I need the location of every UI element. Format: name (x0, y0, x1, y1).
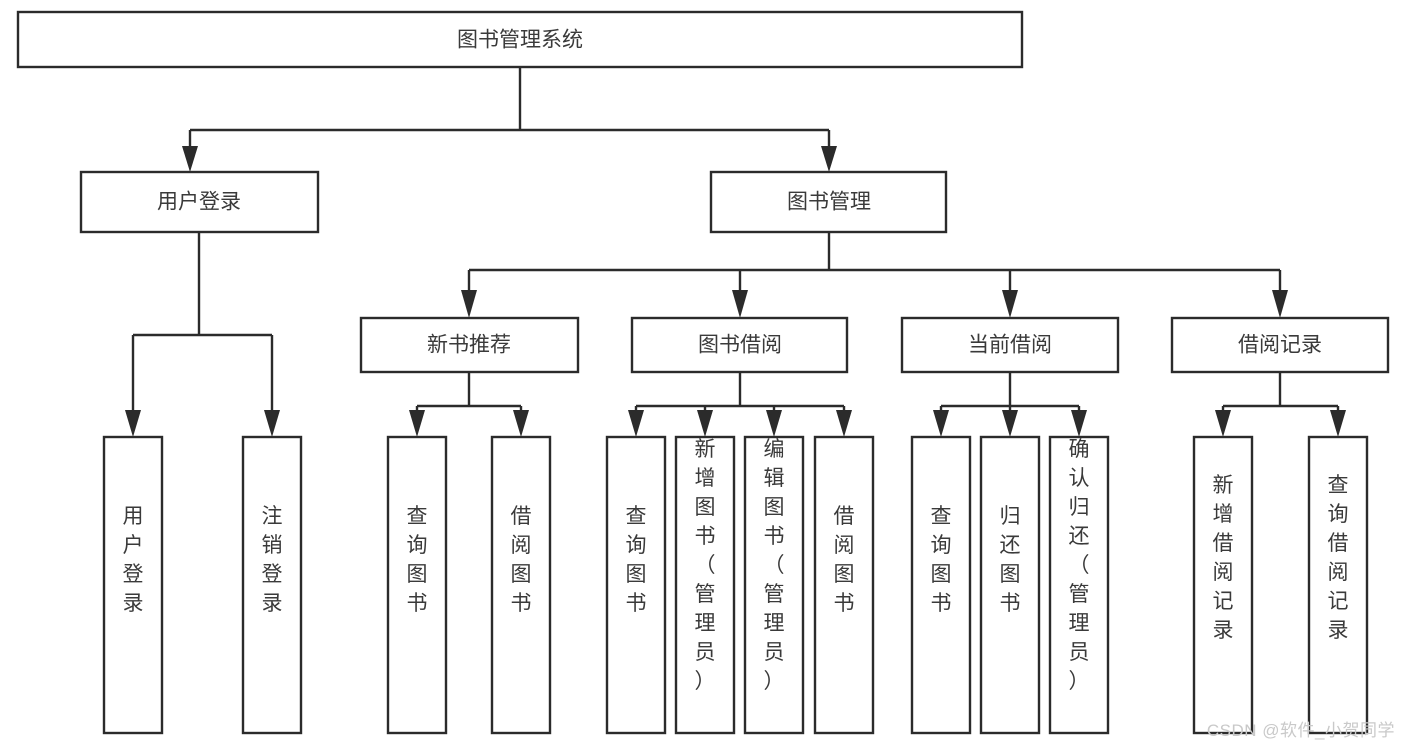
leaf-bb-query-book-box[interactable] (605, 435, 667, 735)
arrow-head-cb-leaf1 (933, 410, 949, 437)
node-borrow-records-label: 借阅记录 (1238, 334, 1322, 357)
arrow-head-book-mgmt (821, 146, 837, 172)
arrow-head-cb-leaf3 (1071, 410, 1087, 437)
node-book-management[interactable]: 图书管理 (709, 170, 948, 234)
leaf-bb-borrow-book[interactable]: 借阅图书 (813, 435, 875, 735)
leaf-bb-add-book-label: 新增图书（管理员） (695, 438, 716, 693)
node-root-system-box[interactable] (16, 10, 1024, 69)
node-current-borrow-label: 当前借阅 (968, 334, 1052, 357)
leaf-cb-confirm-return-label: 确认归还（管理员） (1069, 438, 1090, 693)
arrow-head-nb-leaf2 (513, 410, 529, 437)
leaf-user-login[interactable]: 用户登录 (102, 435, 164, 735)
arrow-head-cb-leaf2 (1002, 410, 1018, 437)
leaf-cb-query-book-box[interactable] (910, 435, 972, 735)
arrow-head-new-book (461, 290, 477, 318)
arrow-head-current-borrow (1002, 290, 1018, 318)
node-user-login-label: 用户登录 (157, 191, 241, 214)
node-user-login[interactable]: 用户登录 (79, 170, 320, 234)
node-new-book-recommend[interactable]: 新书推荐 (359, 316, 580, 374)
arrow-head-br-leaf2 (1330, 410, 1346, 437)
leaf-user-login-label: 用户登录 (123, 505, 144, 615)
node-user-login-box[interactable] (79, 170, 320, 234)
leaf-br-add-record-box[interactable] (1192, 435, 1254, 735)
leaf-cb-query-book-label: 查询图书 (931, 505, 952, 615)
arrow-head-book-borrow (732, 290, 748, 318)
arrow-head-bb-leaf1 (628, 410, 644, 437)
node-book-management-box[interactable] (709, 170, 948, 234)
arrow-head-nb-leaf1 (409, 410, 425, 437)
leaf-logout-label: 注销登录 (262, 505, 283, 615)
connector-layer (125, 67, 1346, 437)
leaf-cb-return-book[interactable]: 归还图书 (979, 435, 1041, 735)
node-root-system[interactable]: 图书管理系统 (16, 10, 1024, 69)
leaf-nb-query-book-box[interactable] (386, 435, 448, 735)
leaf-nb-query-book[interactable]: 查询图书 (386, 435, 448, 735)
leaf-br-query-record[interactable]: 查询借阅记录 (1307, 435, 1369, 735)
node-root-system-label: 图书管理系统 (457, 29, 583, 52)
leaf-br-query-record-label: 查询借阅记录 (1328, 474, 1349, 642)
leaf-bb-query-book-label: 查询图书 (626, 505, 647, 615)
leaf-nb-borrow-book-box[interactable] (490, 435, 552, 735)
leaf-logout[interactable]: 注销登录 (241, 435, 303, 735)
leaf-br-add-record-label: 新增借阅记录 (1213, 474, 1234, 642)
node-new-book-recommend-label: 新书推荐 (427, 334, 511, 357)
leaf-bb-query-book[interactable]: 查询图书 (605, 435, 667, 735)
leaf-logout-box[interactable] (241, 435, 303, 735)
arrow-head-bb-leaf3 (766, 410, 782, 437)
leaf-bb-add-book-box[interactable] (674, 435, 736, 735)
leaf-cb-return-book-box[interactable] (979, 435, 1041, 735)
arrow-head-leaf-logout (264, 410, 280, 437)
leaf-nb-query-book-label: 查询图书 (407, 505, 428, 615)
arrow-head-user-login (182, 146, 198, 172)
csdn-watermark: CSDN @软件_小贺同学 (1206, 721, 1395, 740)
node-book-borrow-label: 图书借阅 (698, 334, 782, 357)
leaf-br-query-record-box[interactable] (1307, 435, 1369, 735)
leaf-bb-add-book[interactable]: 新增图书（管理员） (674, 435, 736, 735)
leaf-nb-borrow-book-label: 借阅图书 (511, 505, 532, 615)
node-new-book-recommend-box[interactable] (359, 316, 580, 374)
leaf-br-add-record[interactable]: 新增借阅记录 (1192, 435, 1254, 735)
leaf-cb-confirm-return-box[interactable] (1048, 435, 1110, 735)
leaf-cb-query-book[interactable]: 查询图书 (910, 435, 972, 735)
node-book-management-label: 图书管理 (787, 191, 871, 214)
leaf-cb-confirm-return[interactable]: 确认归还（管理员） (1048, 435, 1110, 735)
node-book-borrow[interactable]: 图书借阅 (630, 316, 849, 374)
leaf-bb-edit-book-box[interactable] (743, 435, 805, 735)
node-borrow-records[interactable]: 借阅记录 (1170, 316, 1390, 374)
node-current-borrow[interactable]: 当前借阅 (900, 316, 1120, 374)
leaf-bb-borrow-book-label: 借阅图书 (834, 505, 855, 615)
arrow-head-leaf-user-login (125, 410, 141, 437)
node-borrow-records-box[interactable] (1170, 316, 1390, 374)
arrow-head-borrow-records (1272, 290, 1288, 318)
leaf-bb-borrow-book-box[interactable] (813, 435, 875, 735)
arrow-head-bb-leaf4 (836, 410, 852, 437)
node-current-borrow-box[interactable] (900, 316, 1120, 374)
leaf-bb-edit-book[interactable]: 编辑图书（管理员） (743, 435, 805, 735)
leaf-cb-return-book-label: 归还图书 (1000, 505, 1021, 615)
leaf-nb-borrow-book[interactable]: 借阅图书 (490, 435, 552, 735)
arrow-head-bb-leaf2 (697, 410, 713, 437)
arrow-head-br-leaf1 (1215, 410, 1231, 437)
node-book-borrow-box[interactable] (630, 316, 849, 374)
leaf-bb-edit-book-label: 编辑图书（管理员） (764, 438, 785, 693)
leaf-user-login-box[interactable] (102, 435, 164, 735)
